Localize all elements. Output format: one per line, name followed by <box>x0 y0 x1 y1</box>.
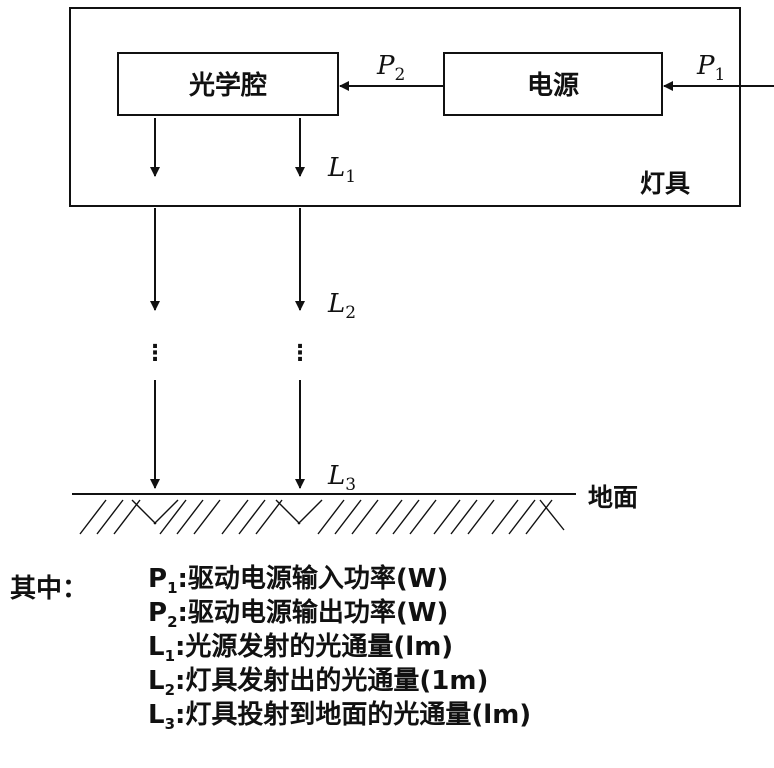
hatch-stroke <box>525 499 553 535</box>
legend-item: L2:灯具发射出的光通量(1m) <box>148 664 488 707</box>
hatch-stroke <box>275 499 301 525</box>
hatch-stroke <box>153 499 179 525</box>
hatch-stroke <box>508 499 536 535</box>
legend-symbol: P <box>148 564 168 594</box>
hatch-stroke <box>409 499 437 535</box>
hatch-stroke <box>96 499 124 535</box>
p1-label: P1 <box>696 51 725 85</box>
hatch-stroke <box>297 499 323 525</box>
hatch-stroke <box>450 499 478 535</box>
hatch-stroke <box>539 499 565 531</box>
optical-cavity-label: 光学腔 <box>188 70 267 101</box>
hatch-stroke <box>131 499 157 525</box>
p2-label: P2 <box>376 51 405 85</box>
legend-item: P2:驱动电源输出功率(W) <box>148 596 448 639</box>
hatch-stroke <box>491 499 519 535</box>
hatch-stroke <box>317 499 345 535</box>
legend-subscript: 2 <box>164 681 176 699</box>
l2-label: L2 <box>327 289 356 323</box>
legend-subscript: 1 <box>164 647 176 665</box>
legend-symbol: L <box>148 700 165 730</box>
optical-cavity-box <box>117 52 339 116</box>
luminaire-label: 灯具 <box>640 169 690 198</box>
luminous-flux-diagram: 灯具 光学腔 电源 P1 P2 L1 L2 ⋮ ⋮ L3 地面 <box>69 7 774 535</box>
legend-item: P1:驱动电源输入功率(W) <box>148 562 448 605</box>
hatch-stroke <box>255 499 283 535</box>
power-supply-label: 电源 <box>527 71 579 101</box>
hatch-stroke <box>193 499 221 535</box>
hatch-stroke <box>79 499 107 535</box>
power-supply-box <box>443 52 663 116</box>
legend-item: L1:光源发射的光通量(lm) <box>148 630 453 673</box>
legend-subscript: 1 <box>167 579 178 597</box>
ellipsis-right: ⋮ <box>289 341 311 366</box>
legend-description: :驱动电源输入功率(W) <box>177 564 449 594</box>
legend-subscript: 2 <box>167 613 178 631</box>
hatch-stroke <box>113 499 141 535</box>
legend-description: :灯具发射出的光通量(1m) <box>175 666 489 696</box>
l1-label: L1 <box>327 153 356 187</box>
legend-symbol: L <box>148 666 165 696</box>
legend-item: L3:灯具投射到地面的光通量(lm) <box>148 698 531 741</box>
legend-description: :驱动电源输出功率(W) <box>177 598 449 628</box>
hatch-stroke <box>238 499 266 535</box>
legend-description: :光源发射的光通量(lm) <box>175 632 454 662</box>
hatch-stroke <box>159 499 187 535</box>
l3-label: L3 <box>327 461 356 495</box>
hatch-stroke <box>176 499 204 535</box>
hatch-stroke <box>351 499 379 535</box>
hatch-stroke <box>433 499 461 535</box>
hatch-stroke <box>467 499 495 535</box>
legend-heading: 其中： <box>10 574 89 604</box>
ground-label: 地面 <box>588 483 638 512</box>
legend-subscript: 3 <box>164 715 176 733</box>
legend-description: :灯具投射到地面的光通量(lm) <box>175 700 532 730</box>
hatch-stroke <box>334 499 362 535</box>
ellipsis-left: ⋮ <box>144 341 166 366</box>
luminaire-box <box>69 7 741 207</box>
legend-symbol: L <box>148 632 165 662</box>
legend-symbol: P <box>148 598 168 628</box>
hatch-stroke <box>392 499 420 535</box>
hatch-stroke <box>375 499 403 535</box>
ground-hatching <box>79 499 565 535</box>
hatch-stroke <box>221 499 249 535</box>
